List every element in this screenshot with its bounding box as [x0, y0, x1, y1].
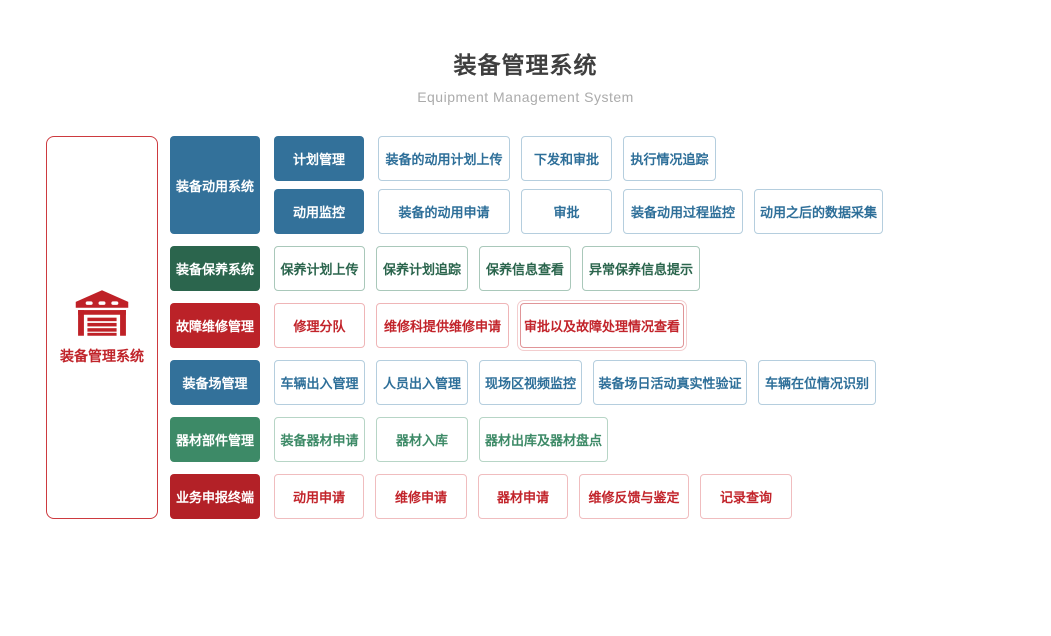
page-subtitle: Equipment Management System: [417, 89, 634, 105]
node-maintenance-plan-upload: 保养计划上传: [274, 246, 365, 291]
branch-equipment-yard-management: 装备场管理 车辆出入管理 人员出入管理 现场区视频监控 装备场日活动真实性验证 …: [170, 360, 894, 405]
node-repair-feedback-appraisal: 维修反馈与鉴定: [579, 474, 689, 519]
root-node-label: 装备管理系统: [60, 347, 144, 364]
subcategory-plan-management: 计划管理: [274, 136, 364, 181]
branch-fault-repair-management: 故障维修管理 修理分队 维修科提供维修申请 审批以及故障处理情况查看: [170, 300, 894, 351]
node-record-query: 记录查询: [700, 474, 792, 519]
category-material-parts-management: 器材部件管理: [170, 417, 260, 462]
branch-material-parts-management: 器材部件管理 装备器材申请 器材入库 器材出库及器材盘点: [170, 417, 894, 462]
warehouse-icon: [74, 289, 130, 336]
branch-equipment-usage-system: 装备动用系统 计划管理 装备的动用计划上传 下发和审批 执行情况追踪 动用监控 …: [170, 136, 894, 234]
usage-subrows: 计划管理 装备的动用计划上传 下发和审批 执行情况追踪 动用监控 装备的动用申请…: [274, 136, 894, 234]
node-usage-application: 装备的动用申请: [378, 189, 510, 234]
node-approval: 审批: [521, 189, 612, 234]
diagram-body: 装备管理系统 装备动用系统 计划管理 装备的动用计划上传 下发和审批 执行情况追…: [46, 136, 1051, 519]
node-usage-plan-upload: 装备的动用计划上传: [378, 136, 510, 181]
node-maintenance-info-view: 保养信息查看: [479, 246, 571, 291]
node-usage-process-monitoring: 装备动用过程监控: [623, 189, 743, 234]
branch-equipment-maintenance-system: 装备保养系统 保养计划上传 保养计划追踪 保养信息查看 异常保养信息提示: [170, 246, 894, 291]
node-repair-dept-application: 维修科提供维修申请: [376, 303, 509, 348]
subcategory-usage-monitoring: 动用监控: [274, 189, 364, 234]
node-vehicle-presence-recognition: 车辆在位情况识别: [758, 360, 876, 405]
branch-business-reporting-terminal: 业务申报终端 动用申请 维修申请 器材申请 维修反馈与鉴定 记录查询: [170, 474, 894, 519]
node-execution-tracking: 执行情况追踪: [623, 136, 716, 181]
node-personnel-access-management: 人员出入管理: [376, 360, 468, 405]
node-abnormal-maintenance-alert: 异常保养信息提示: [582, 246, 700, 291]
node-issue-and-approval: 下发和审批: [521, 136, 612, 181]
node-material-request: 器材申请: [478, 474, 568, 519]
category-fault-repair-management: 故障维修管理: [170, 303, 260, 348]
category-equipment-yard-management: 装备场管理: [170, 360, 260, 405]
node-repair-team: 修理分队: [274, 303, 365, 348]
node-material-outbound-inventory: 器材出库及器材盘点: [479, 417, 608, 462]
diagram-header: 装备管理系统 Equipment Management System: [0, 0, 1051, 105]
subrow-plan-management: 计划管理 装备的动用计划上传 下发和审批 执行情况追踪: [274, 136, 894, 181]
node-equipment-material-application: 装备器材申请: [274, 417, 365, 462]
branch-list: 装备动用系统 计划管理 装备的动用计划上传 下发和审批 执行情况追踪 动用监控 …: [170, 136, 894, 519]
node-vehicle-access-management: 车辆出入管理: [274, 360, 365, 405]
page-title: 装备管理系统: [453, 52, 598, 78]
node-repair-request: 维修申请: [375, 474, 467, 519]
node-daily-activity-verification: 装备场日活动真实性验证: [593, 360, 747, 405]
root-node-equipment-management-system: 装备管理系统: [46, 136, 158, 519]
node-site-video-surveillance: 现场区视频监控: [479, 360, 582, 405]
node-post-usage-data-collection: 动用之后的数据采集: [754, 189, 883, 234]
category-business-reporting-terminal: 业务申报终端: [170, 474, 260, 519]
node-material-inbound: 器材入库: [376, 417, 468, 462]
category-equipment-usage-system: 装备动用系统: [170, 136, 260, 234]
subrow-usage-monitoring: 动用监控 装备的动用申请 审批 装备动用过程监控 动用之后的数据采集: [274, 189, 894, 234]
node-usage-request: 动用申请: [274, 474, 364, 519]
category-equipment-maintenance-system: 装备保养系统: [170, 246, 260, 291]
node-approval-and-fault-handling-view: 审批以及故障处理情况查看: [517, 300, 687, 351]
node-maintenance-plan-tracking: 保养计划追踪: [376, 246, 468, 291]
